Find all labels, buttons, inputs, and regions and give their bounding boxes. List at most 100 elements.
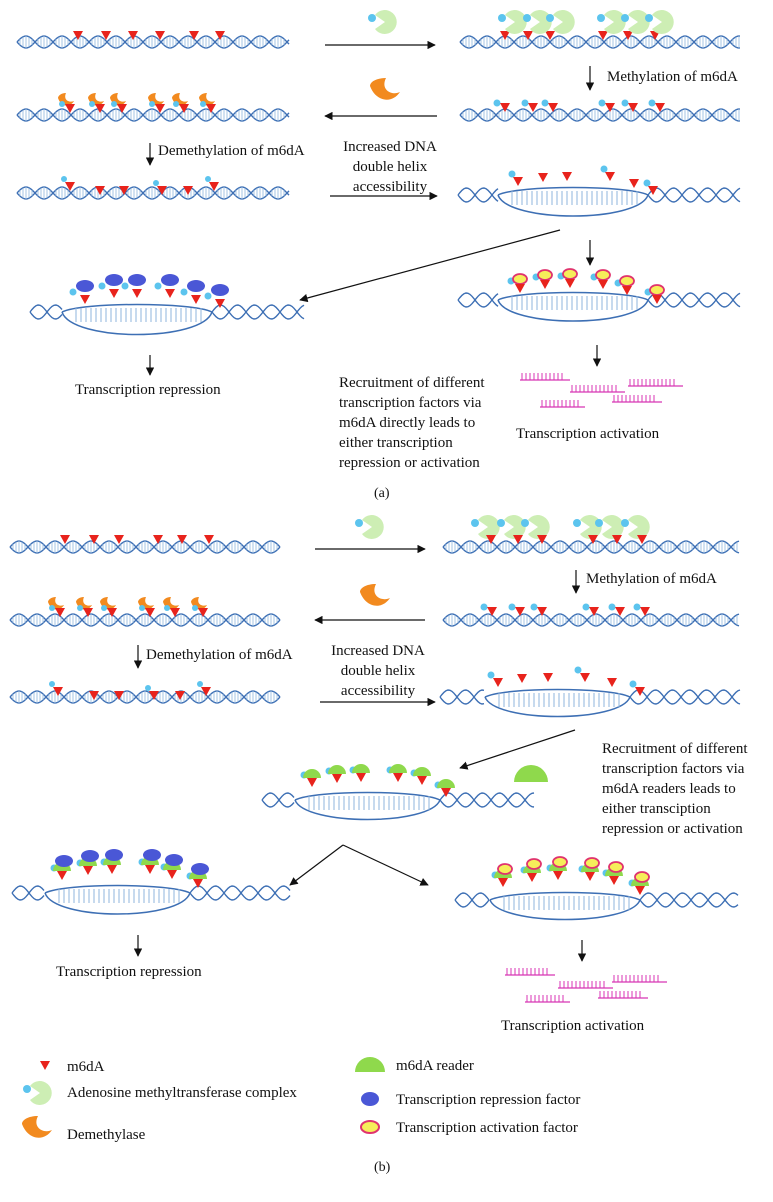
legend-reader-icon: [355, 1057, 385, 1072]
legend-m6da-icon: [40, 1061, 50, 1070]
m6da-mark: [486, 535, 496, 544]
m6da-mark: [215, 299, 225, 308]
m6da-mark: [528, 103, 538, 112]
m6da-mark: [629, 179, 639, 188]
methyl-group: [192, 605, 198, 611]
methyl-group: [89, 101, 95, 107]
floating-methyltransferase: [368, 10, 397, 34]
panel-b-recruitment-line-1: Recruitment of different: [602, 741, 748, 757]
rna-strand: [612, 975, 667, 983]
activation-factor: [619, 275, 635, 287]
legend-demethylase-icon: [22, 1116, 52, 1138]
methyl-group: [608, 603, 616, 611]
methyl-group: [164, 605, 170, 611]
m6da-mark: [128, 31, 138, 40]
m6da-mark: [95, 104, 105, 113]
methyl-group: [59, 101, 65, 107]
m6da-mark: [515, 607, 525, 616]
panel-a-accessibility-line-3: accessibility: [352, 179, 428, 195]
legend-mtase-label: Adenosine methyltransferase complex: [67, 1085, 297, 1101]
m6da-mark: [515, 284, 525, 293]
m6da-mark: [609, 876, 619, 885]
methyl-group: [49, 681, 55, 687]
repression-factor: [161, 274, 179, 286]
m6da-mark: [615, 607, 625, 616]
floating-m6da-reader: [514, 765, 548, 782]
panel-b-recruitment-line-2: transcription factors via: [602, 761, 745, 777]
panel-b-activation-label: Transcription activation: [501, 1018, 645, 1034]
methyltransferase-complex: [471, 514, 500, 539]
methyltransferase-complex: [621, 10, 650, 34]
m6da-mark: [637, 535, 647, 544]
m6da-mark: [60, 535, 70, 544]
methyl-group: [648, 99, 656, 107]
m6da-reader: [352, 764, 370, 773]
dna-helix: [459, 35, 740, 49]
panel-b-accessibility-line-1: Increased DNA: [331, 643, 425, 659]
methyl-group: [598, 99, 606, 107]
rna-strand: [505, 968, 555, 976]
dna-helix: [442, 540, 740, 554]
arrow-to-repression-b: [289, 844, 344, 886]
m6da-mark: [589, 607, 599, 616]
m6da-mark: [598, 31, 608, 40]
m6da-mark: [101, 31, 111, 40]
m6da-mark: [622, 286, 632, 295]
rna-strand: [570, 385, 625, 393]
m6da-mark: [165, 289, 175, 298]
dna-helix: [16, 35, 290, 49]
m6da-mark: [157, 186, 167, 195]
m6da-mark: [209, 182, 219, 191]
methyl-group: [153, 180, 159, 186]
methyl-group: [480, 603, 488, 611]
repression-factor: [105, 274, 123, 286]
rna-strand: [628, 379, 683, 387]
methyl-group: [69, 288, 77, 296]
m6da-mark: [598, 280, 608, 289]
methyl-group: [629, 680, 637, 688]
m6da-mark: [119, 186, 129, 195]
activation-factor: [595, 269, 611, 281]
m6da-mark: [145, 865, 155, 874]
panel-a-recruitment-line-2: transcription factors via: [339, 395, 482, 411]
dna-helix: [9, 613, 281, 627]
m6da-mark: [175, 691, 185, 700]
m6da-mark: [170, 608, 180, 617]
rna-strand: [598, 991, 648, 999]
methyl-group: [121, 282, 129, 290]
repression-factor: [211, 284, 229, 296]
activation-factor: [649, 284, 665, 296]
panel-a-recruitment-line-5: repression or activation: [339, 455, 480, 471]
methyl-group: [633, 603, 641, 611]
repression-factor: [187, 280, 205, 292]
m6da-mark: [179, 104, 189, 113]
methyltransferase-complex: [546, 10, 575, 34]
panel-b-repression-label: Transcription repression: [56, 964, 202, 980]
m6da-mark: [83, 866, 93, 875]
m6da-mark: [167, 870, 177, 879]
repression-factor: [76, 280, 94, 292]
open-dna-bubble: [29, 303, 305, 336]
floating-demethylase: [370, 78, 400, 100]
m6da-mark: [206, 104, 216, 113]
m6da-mark: [543, 673, 553, 682]
open-dna-bubble: [457, 291, 741, 322]
open-dna-bubble: [439, 688, 741, 718]
repression-factor: [128, 274, 146, 286]
m6da-mark: [537, 535, 547, 544]
rna-strand: [558, 981, 613, 989]
open-dna-bubble: [261, 791, 535, 821]
repression-factor: [143, 849, 161, 861]
methyl-group: [574, 666, 582, 674]
activation-factor: [562, 268, 578, 280]
panel-b-accessibility-line-3: accessibility: [340, 683, 416, 699]
m6da-mark: [73, 31, 83, 40]
m6da-mark: [80, 295, 90, 304]
methyl-group: [508, 170, 516, 178]
m6da-mark: [545, 31, 555, 40]
m6da-mark: [513, 177, 523, 186]
m6da-mark: [640, 607, 650, 616]
m6da-mark: [513, 535, 523, 544]
panel-b-methylation-label: Methylation of m6dA: [586, 571, 717, 587]
